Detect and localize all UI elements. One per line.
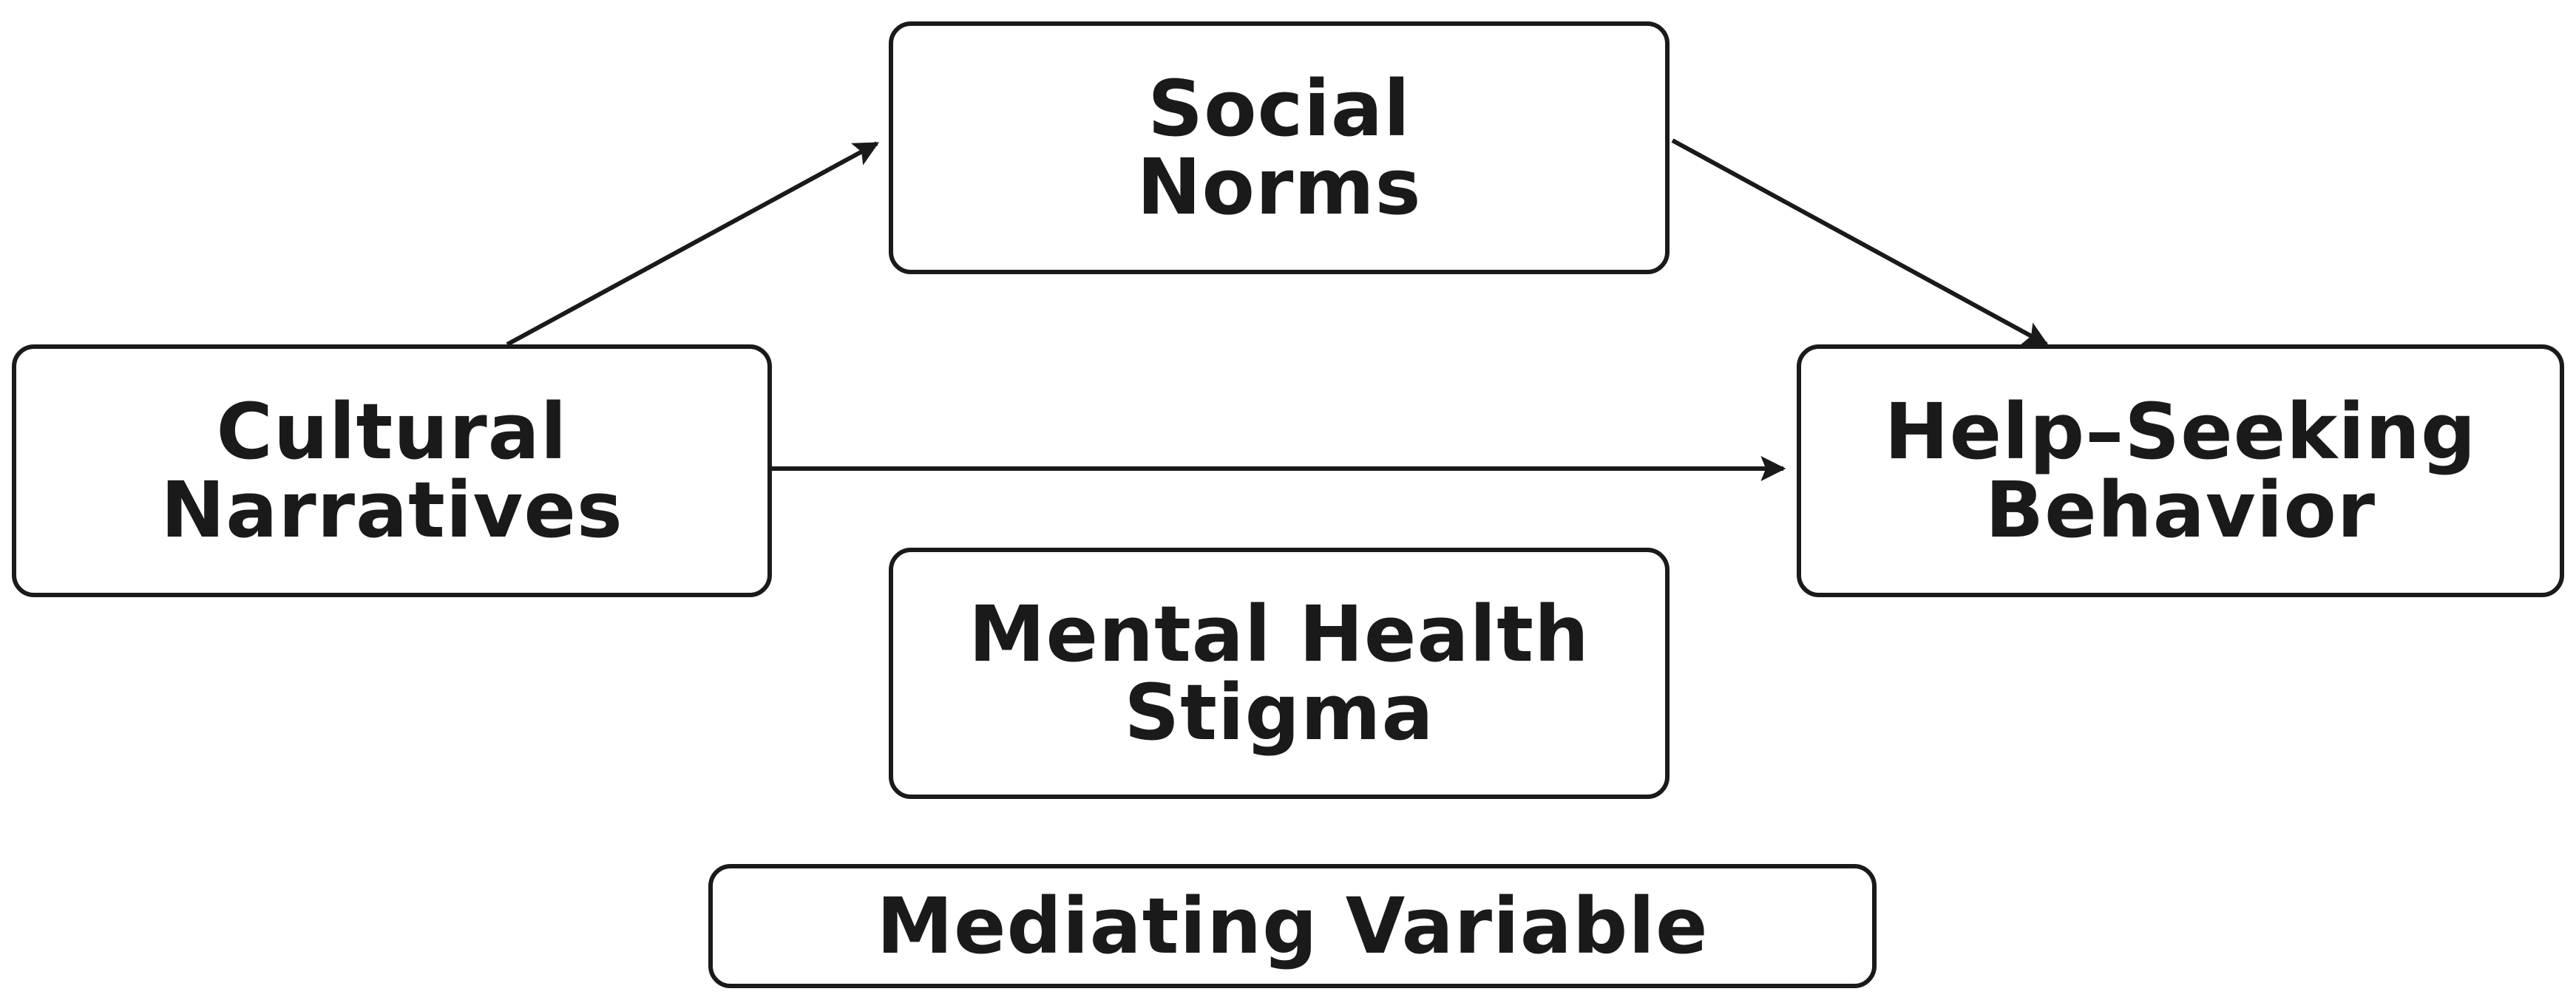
node-social-norms: Social Norms: [889, 21, 1670, 274]
legend-mediating-variable: Mediating Variable: [708, 864, 1877, 988]
node-social-norms-line1: Social: [1148, 64, 1411, 154]
node-stigma-line2: Stigma: [1124, 667, 1434, 758]
node-help-seeking-line2: Behavior: [1984, 465, 2376, 555]
node-cultural-narratives: Cultural Narratives: [12, 344, 772, 597]
node-help-seeking-behavior: Help–Seeking Behavior: [1797, 344, 2564, 597]
arrow-cultural-to-social-norms: [506, 141, 879, 347]
arrow-social-norms-to-help-seeking: [1671, 138, 2049, 347]
node-cultural-narratives-line1: Cultural: [216, 387, 568, 477]
legend-mediating-variable-label: Mediating Variable: [876, 881, 1709, 971]
node-stigma-line1: Mental Health: [969, 589, 1590, 679]
node-social-norms-line2: Norms: [1136, 142, 1422, 232]
node-help-seeking-line1: Help–Seeking: [1884, 387, 2477, 477]
node-cultural-narratives-line2: Narratives: [160, 465, 623, 555]
node-mental-health-stigma: Mental Health Stigma: [889, 548, 1670, 799]
